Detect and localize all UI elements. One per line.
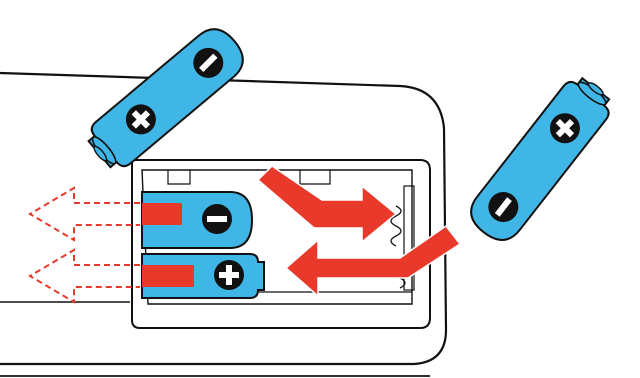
plus-circle-icon xyxy=(549,113,580,144)
battery-seated-lower xyxy=(141,253,265,299)
insert-arrow-upper xyxy=(256,165,398,244)
dashed-arrow-lower xyxy=(28,248,140,304)
dashed-arrow-icon xyxy=(28,248,140,304)
minus-circle-icon xyxy=(202,204,232,234)
plus-circle-icon xyxy=(214,260,244,290)
battery-seated-upper xyxy=(141,191,254,249)
battery-cap-nub xyxy=(587,82,604,96)
dashed-arrow-icon xyxy=(28,186,140,242)
insert-arrow-lower xyxy=(284,224,462,298)
spring-contact-upper xyxy=(390,205,402,247)
contact-plate xyxy=(403,185,415,291)
battery-cap-nub xyxy=(93,145,108,162)
minus-circle-icon xyxy=(193,47,224,78)
red-insert-band xyxy=(142,265,194,287)
minus-circle-icon xyxy=(488,192,519,223)
battery-lifted-right xyxy=(470,76,611,241)
curved-arrow-icon xyxy=(256,165,398,244)
plus-circle-icon xyxy=(125,104,156,135)
curved-arrow-icon xyxy=(284,224,462,298)
compartment-tab-left xyxy=(167,170,191,185)
compartment-tab-right xyxy=(299,170,331,185)
battery-lifted-top-left xyxy=(87,28,244,169)
dashed-arrow-upper xyxy=(28,186,140,242)
red-insert-band xyxy=(142,203,182,225)
